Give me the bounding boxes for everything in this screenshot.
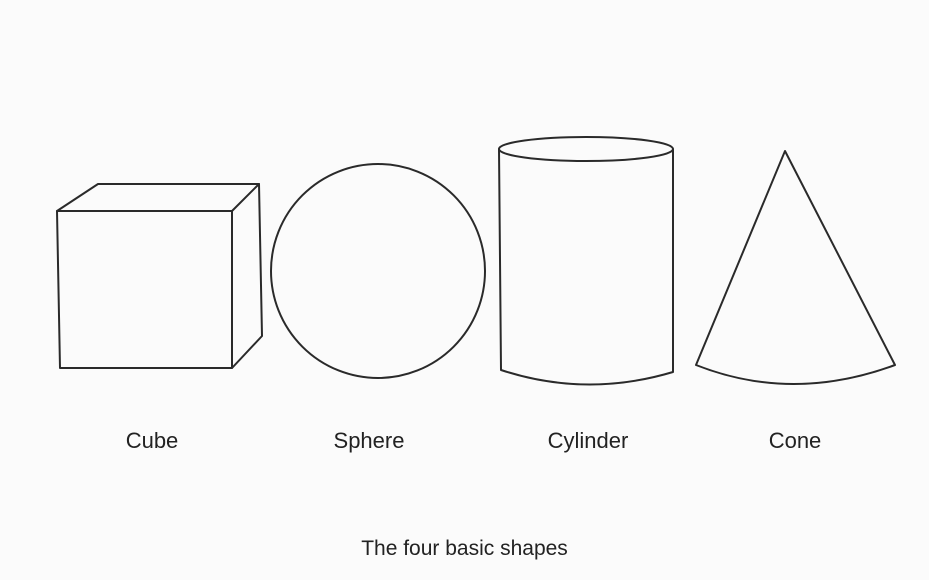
cube-drawing [57,184,262,368]
diagram-caption: The four basic shapes [0,537,929,561]
cube-front-face [57,211,232,368]
sphere-drawing [271,164,485,378]
cube-side-face [232,184,262,368]
label-cone: Cone [715,428,875,454]
cylinder-drawing [499,137,673,385]
cube-top-face [57,184,259,211]
label-cube: Cube [72,428,232,454]
cone-outline [696,151,895,384]
cylinder-body [499,149,673,385]
cone-drawing [696,151,895,384]
label-cylinder: Cylinder [508,428,668,454]
sphere-outline [271,164,485,378]
label-sphere: Sphere [289,428,449,454]
cylinder-top-ellipse [499,137,673,161]
